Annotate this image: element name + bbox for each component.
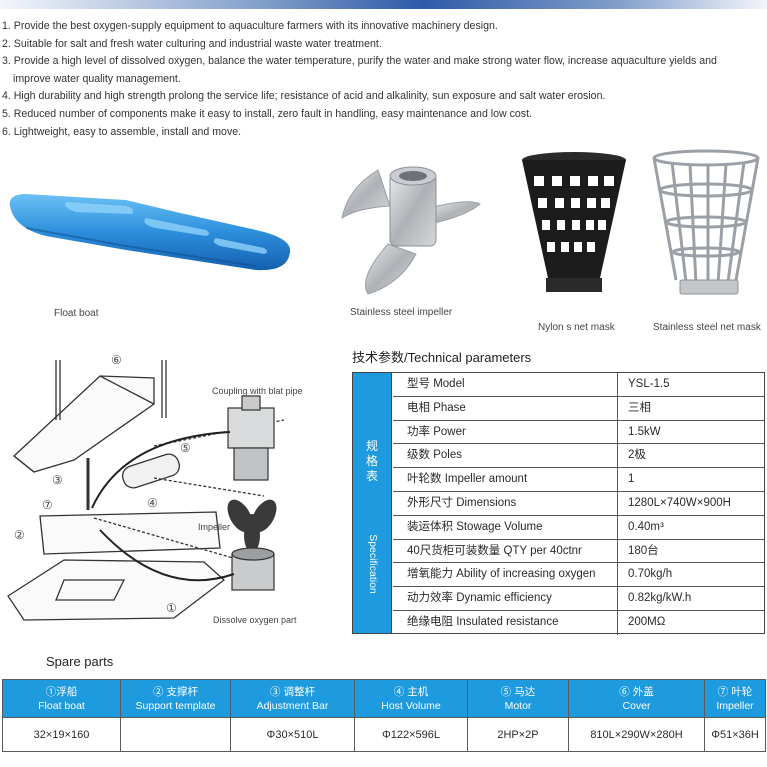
spec-value: 1.5kW xyxy=(628,425,661,438)
feature-list: 1. Provide the best oxygen-supply equipm… xyxy=(2,18,765,141)
float-boat-caption: Float boat xyxy=(54,308,99,319)
spec-key: 绝缘电阻 Insulated resistance xyxy=(393,611,618,635)
spare-header-en: Float boat xyxy=(38,699,85,712)
spec-value: 1 xyxy=(628,473,635,486)
spec-key: 装运体积 Stowage Volume xyxy=(393,515,618,539)
feature-item: 2. Suitable for salt and fresh water cul… xyxy=(2,37,382,50)
spec-key: 叶轮数 Impeller amount xyxy=(393,468,618,491)
spec-key: 电相 Phase xyxy=(393,396,618,420)
feature-item: 4. High durability and high strength pro… xyxy=(2,90,606,103)
spare-value-cell: Φ122×596L xyxy=(354,717,468,752)
spare-header-zh: ①浮船 xyxy=(45,685,78,698)
impeller-label: Impeller xyxy=(198,522,231,532)
spare-header-en: Adjustment Bar xyxy=(256,699,329,712)
dissolve-oxygen-label: Dissolve oxygen part xyxy=(213,615,297,625)
feature-item: 5. Reduced number of components make it … xyxy=(2,107,532,120)
spec-row: 40尺货柜可装数量 QTY per 40ctnr 180台 xyxy=(393,539,765,564)
diagram-marker-7: ⑦ xyxy=(42,498,53,512)
nylon-net-mask-caption: Nylon s net mask xyxy=(538,322,615,333)
spare-header-en: Cover xyxy=(622,699,651,712)
top-header-bar xyxy=(0,0,767,9)
spec-value: 180台 xyxy=(628,544,659,557)
spec-value: 200MΩ xyxy=(628,616,666,628)
spec-row: 外形尺寸 Dimensions 1280L×740W×900H xyxy=(393,492,765,516)
spec-side-label: 规格表 Specification xyxy=(353,373,392,633)
spec-key: 级数 Poles xyxy=(393,444,618,468)
spare-header-zh: ⑦ 叶轮 xyxy=(717,685,753,698)
spare-value-cell: Φ51×36H xyxy=(704,717,766,752)
spare-header-zh: ③ 调整杆 xyxy=(270,685,315,698)
spec-row: 增氧能力 Ability of increasing oxygen 0.70kg/… xyxy=(393,563,765,588)
spec-value: 三相 xyxy=(628,401,651,414)
feature-item: 1. Provide the best oxygen-supply equipm… xyxy=(2,20,498,32)
spare-header-zh: ② 支撑杆 xyxy=(153,685,198,698)
feature-item: 3. Provide a high level of dissolved oxy… xyxy=(2,55,717,68)
coupling-label: Coupling with blat pipe xyxy=(212,386,303,396)
spec-row: 型号 Model YSL-1.5 xyxy=(393,373,765,397)
spec-row: 动力效率 Dynamic efficiency 0.82kg/kW.h xyxy=(393,587,765,611)
spec-key: 增氧能力 Ability of increasing oxygen xyxy=(393,563,618,587)
spec-side-label-en: Specification xyxy=(367,534,379,594)
exploded-assembly-diagram xyxy=(7,360,285,621)
spec-value: 0.40m³ xyxy=(628,520,664,533)
spare-header-en: Host Volume xyxy=(381,699,441,712)
diagram-marker-2: ② xyxy=(14,528,25,542)
spec-key: 功率 Power xyxy=(393,420,618,444)
spec-value: 0.70kg/h xyxy=(628,568,673,581)
feature-item-continuation: improve water quality management. xyxy=(13,72,181,85)
spec-row: 叶轮数 Impeller amount 1 xyxy=(393,468,765,492)
spare-header-en: Impeller xyxy=(716,699,754,712)
spare-header-en: Support template xyxy=(135,699,216,712)
spec-row: 装运体积 Stowage Volume 0.40m³ xyxy=(393,515,765,540)
spec-key: 动力效率 Dynamic efficiency xyxy=(393,587,618,610)
diagram-marker-5: ⑤ xyxy=(180,441,191,455)
diagram-marker-1: ① xyxy=(166,601,177,615)
spec-key: 40尺货柜可装数量 QTY per 40ctnr xyxy=(393,539,618,563)
spare-value-cell: Φ30×510L xyxy=(230,717,355,752)
spec-value: YSL-1.5 xyxy=(628,378,670,390)
spare-value-cell xyxy=(120,717,231,752)
spare-header-zh: ④ 主机 xyxy=(393,685,429,698)
diagram-marker-6: ⑥ xyxy=(111,353,122,367)
spec-value: 1280L×740W×900H xyxy=(628,497,731,509)
impeller-image xyxy=(341,166,481,295)
nylon-net-mask-image xyxy=(522,152,626,292)
spec-value: 0.82kg/kW.h xyxy=(628,592,692,605)
spec-value: 2极 xyxy=(628,449,646,462)
spec-key: 型号 Model xyxy=(393,373,618,396)
impeller-caption: Stainless steel impeller xyxy=(350,307,453,318)
feature-item: improve water quality management. xyxy=(2,71,765,89)
spec-title: 技术参数/Technical parameters xyxy=(352,350,532,365)
spec-table: 规格表 Specification 型号 Model YSL-1.5 电相 Phas… xyxy=(352,372,765,635)
feature-item: 6. Lightweight, easy to assemble, instal… xyxy=(2,125,242,138)
diagram-marker-4: ④ xyxy=(147,496,158,510)
steel-net-mask-caption: Stainless steel net mask xyxy=(653,322,761,333)
spec-row: 绝缘电阻 Insulated resistance 200MΩ xyxy=(393,611,765,635)
spare-header-zh: ⑤ 马达 xyxy=(500,685,536,698)
steel-net-mask-image xyxy=(652,149,760,295)
spec-side-label-zh: 规格表 xyxy=(365,439,378,483)
spec-row: 功率 Power 1.5kW xyxy=(393,420,765,445)
spare-value-cell: 32×19×160 xyxy=(2,717,121,752)
spare-parts-title: Spare parts xyxy=(46,654,114,669)
spare-value-cell: 2HP×2P xyxy=(467,717,569,752)
spare-header-zh: ⑥ 外盖 xyxy=(619,685,654,698)
spare-value-cell: 810L×290W×280H xyxy=(568,717,705,752)
spec-key: 外形尺寸 Dimensions xyxy=(393,492,618,515)
spare-header-en: Motor xyxy=(504,699,532,712)
spec-row: 电相 Phase 三相 xyxy=(393,396,765,421)
float-boat-image xyxy=(9,194,291,271)
spec-row: 级数 Poles 2极 xyxy=(393,444,765,469)
diagram-marker-3: ③ xyxy=(52,473,63,487)
